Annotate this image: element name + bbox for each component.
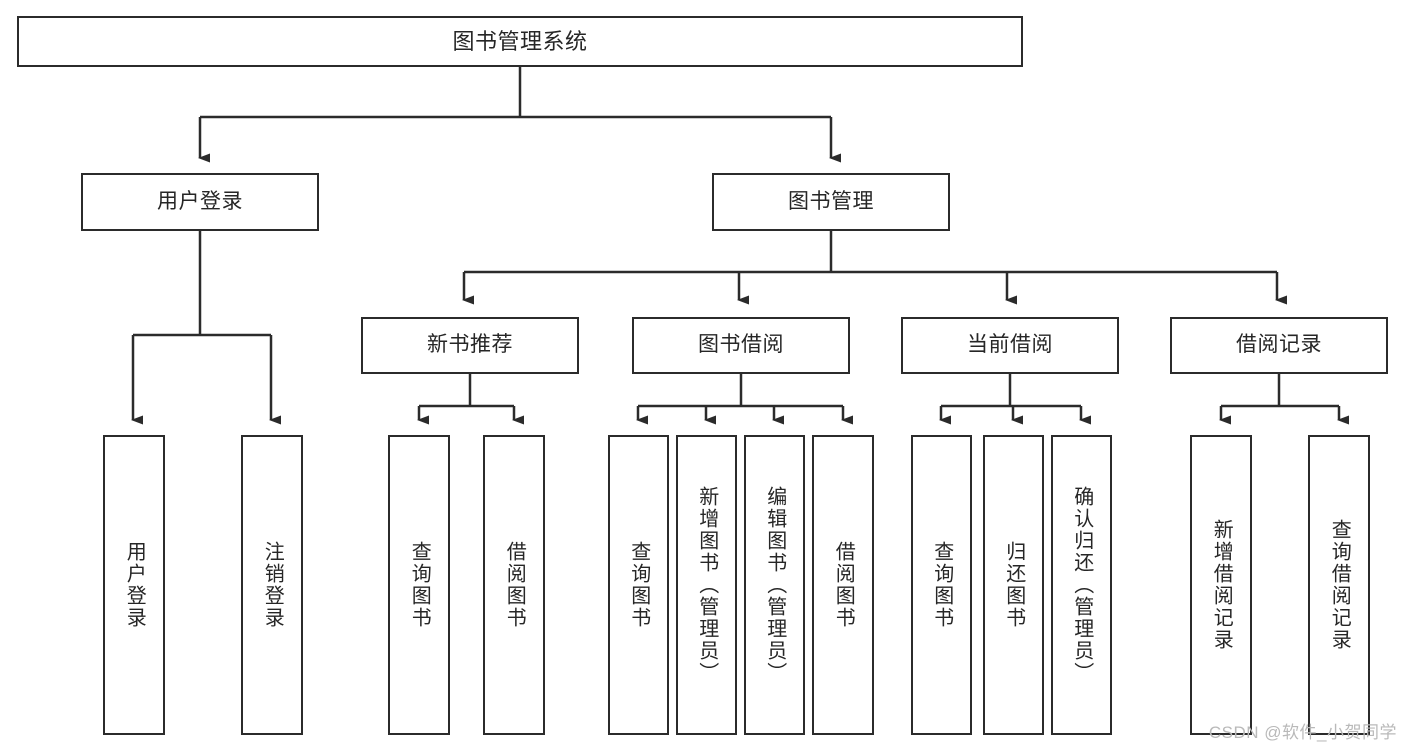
node-book-borrow-label: 图书借阅 [698,333,784,357]
node-new-book-recommend-label: 新书推荐 [427,333,513,357]
yonghudenglu-to-leaves-connectors [131,231,281,425]
leaf-logout-label: 注销登录 [261,541,284,629]
node-current-borrow-label: 当前借阅 [967,333,1053,357]
node-root-label: 图书管理系统 [452,28,588,54]
leaf-return-book[interactable]: 归还图书 [983,435,1044,735]
leaf-add-borrow-record-label: 新增借阅记录 [1210,519,1233,651]
leaf-add-book-admin-label: 新增图书（管理员） [695,486,718,684]
dangqianjieyue-to-leaves-connectors [939,374,1091,425]
root-to-level2-connectors [198,67,841,163]
node-user-login-label: 用户登录 [157,189,243,213]
leaf-query-book-recommend-label: 查询图书 [408,541,431,629]
leaf-user-login[interactable]: 用户登录 [103,435,165,735]
leaf-borrow-book[interactable]: 借阅图书 [812,435,874,735]
node-user-login[interactable]: 用户登录 [81,173,319,231]
leaf-confirm-return-admin[interactable]: 确认归还（管理员） [1051,435,1112,735]
leaf-query-borrow-record-label: 查询借阅记录 [1328,519,1351,651]
leaf-query-book-current[interactable]: 查询图书 [911,435,972,735]
node-book-borrow[interactable]: 图书借阅 [632,317,850,374]
leaf-add-book-admin[interactable]: 新增图书（管理员） [676,435,737,735]
node-current-borrow[interactable]: 当前借阅 [901,317,1119,374]
leaf-edit-book-admin[interactable]: 编辑图书（管理员） [744,435,805,735]
tushuguanli-to-level3-connectors [462,231,1287,305]
tushujieyue-to-leaves-connectors [636,374,853,425]
leaf-borrow-book-recommend[interactable]: 借阅图书 [483,435,545,735]
leaf-borrow-book-label: 借阅图书 [832,541,855,629]
jieyuejilu-to-leaves-connectors [1219,374,1349,425]
leaf-logout[interactable]: 注销登录 [241,435,303,735]
leaf-borrow-book-recommend-label: 借阅图书 [503,541,526,629]
xinshutuijian-to-leaves-connectors [417,374,524,425]
leaf-query-book-borrow[interactable]: 查询图书 [608,435,669,735]
leaf-user-login-label: 用户登录 [123,541,146,629]
leaf-confirm-return-admin-label: 确认归还（管理员） [1070,486,1093,684]
leaf-query-borrow-record[interactable]: 查询借阅记录 [1308,435,1370,735]
leaf-return-book-label: 归还图书 [1002,541,1025,629]
node-borrow-record[interactable]: 借阅记录 [1170,317,1388,374]
node-borrow-record-label: 借阅记录 [1236,333,1322,357]
leaf-add-borrow-record[interactable]: 新增借阅记录 [1190,435,1252,735]
leaf-edit-book-admin-label: 编辑图书（管理员） [763,486,786,684]
leaf-query-book-current-label: 查询图书 [930,541,953,629]
node-root[interactable]: 图书管理系统 [17,16,1023,67]
csdn-watermark: CSDN @软件_小贺同学 [1208,723,1397,742]
node-book-management-label: 图书管理 [788,189,874,213]
leaf-query-book-borrow-label: 查询图书 [627,541,650,629]
node-book-management[interactable]: 图书管理 [712,173,950,231]
node-new-book-recommend[interactable]: 新书推荐 [361,317,579,374]
leaf-query-book-recommend[interactable]: 查询图书 [388,435,450,735]
